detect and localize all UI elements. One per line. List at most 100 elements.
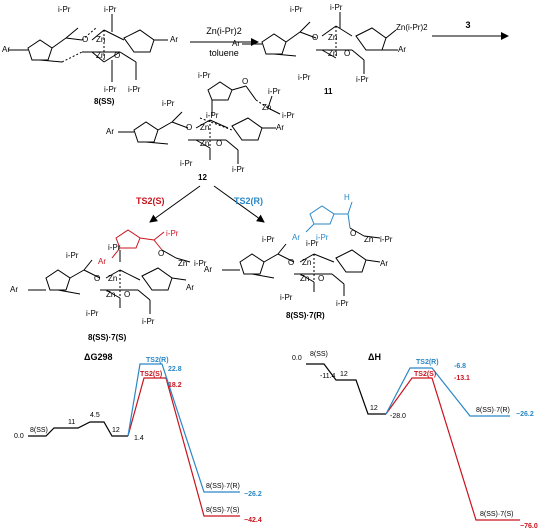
h-atom: H bbox=[344, 193, 350, 202]
dh-label-prod-s: 8(SS)·7(S) bbox=[480, 511, 513, 518]
dg-value-prod-r: −26.2 bbox=[244, 491, 262, 498]
ipr-label: i-Pr bbox=[128, 85, 141, 94]
structure-8ss: i-Pr Ar O Zn i-Pr Zn O i-Pr i-Pr Ar 8(SS… bbox=[2, 5, 178, 106]
dh-value-ts-r: -6.8 bbox=[454, 363, 466, 370]
ar-label: Ar bbox=[204, 265, 212, 274]
ipr-label: i-Pr bbox=[180, 159, 193, 168]
dg-label-ts-r: TS2(R) bbox=[146, 357, 169, 364]
dh-value-prod-s: −76.0 bbox=[520, 523, 538, 530]
zn-label: Zn bbox=[364, 235, 373, 244]
dh-path-common bbox=[306, 363, 386, 415]
o-label: O bbox=[82, 35, 88, 44]
o-label: O bbox=[114, 51, 120, 60]
ipr-label: i-Pr bbox=[268, 87, 281, 96]
ipr-label: i-Pr bbox=[262, 235, 275, 244]
dh-title: ΔH bbox=[368, 352, 381, 362]
zn-label: Zn bbox=[200, 139, 209, 148]
reaction-arrow-2: 3 bbox=[432, 20, 509, 40]
solvent-label: toluene bbox=[209, 48, 239, 58]
dh-path-s bbox=[385, 377, 520, 521]
reagent-label: Zn(i-Pr)2 bbox=[206, 26, 242, 36]
ipr-label: i-Pr bbox=[380, 235, 393, 244]
zn-label: Zn bbox=[328, 33, 337, 42]
ipr-label: i-Pr bbox=[198, 71, 211, 80]
compound-11-label: 11 bbox=[324, 87, 333, 96]
zn-label: Zn bbox=[106, 290, 115, 299]
ipr-label: i-Pr bbox=[356, 75, 369, 84]
dh-value-ts-s: -13.1 bbox=[454, 375, 470, 382]
ipr-label: i-Pr bbox=[280, 293, 293, 302]
dg-value-prod-s: −42.4 bbox=[244, 517, 262, 524]
ipr-label: i-Pr bbox=[194, 259, 207, 268]
reaction-arrow-1: Zn(i-Pr)2 toluene bbox=[190, 26, 259, 58]
ar-label: Ar bbox=[10, 285, 18, 294]
ipr-label: i-Pr bbox=[316, 233, 329, 242]
dg-label-ts-s: TS2(S) bbox=[140, 371, 162, 378]
zn-label: Zn bbox=[328, 49, 337, 58]
dh-label-8ss: 8(SS) bbox=[310, 351, 328, 358]
ts-s-arrow-label: TS2(S) bbox=[136, 196, 165, 206]
o-label: O bbox=[242, 77, 248, 86]
o-label: O bbox=[288, 258, 294, 267]
zn-label: Zn bbox=[302, 258, 311, 267]
zn-label: Zn bbox=[96, 35, 105, 44]
product-8ss-7r-text: 8(SS)·7(R) bbox=[286, 311, 325, 320]
structure-8ss-7s: Ar i-Pr O Zn i-Pr i-Pr i-Pr Ar O Zn Zn O… bbox=[10, 229, 207, 342]
ar-label: Ar bbox=[398, 45, 406, 54]
dg-value-12: 1.4 bbox=[134, 435, 144, 442]
ar-label: Ar bbox=[232, 39, 240, 48]
ipr-label: i-Pr bbox=[232, 165, 245, 174]
ipr-label: i-Pr bbox=[166, 229, 179, 238]
ipr-label: i-Pr bbox=[336, 299, 349, 308]
compound-12-label: 12 bbox=[198, 173, 207, 182]
o-label: O bbox=[94, 274, 100, 283]
product-8ss-7s-label: 8(SS)·7(S) bbox=[88, 333, 127, 342]
zn-label: Zn bbox=[96, 51, 105, 60]
zn-label: Zn bbox=[200, 123, 209, 132]
dg-path-r bbox=[127, 363, 240, 493]
dg-path-common bbox=[28, 421, 128, 437]
o-label: O bbox=[216, 139, 222, 148]
ar-label: Ar bbox=[380, 259, 388, 268]
dh-label-ts-r: TS2(R) bbox=[416, 359, 439, 366]
dg-label-8ss: 8(SS) bbox=[30, 427, 48, 434]
zn-label: Zn bbox=[108, 274, 117, 283]
dg-path-s bbox=[127, 377, 240, 517]
dg-label-12: 12 bbox=[112, 427, 120, 434]
dh-label-prod-r: 8(SS)·7(R) bbox=[476, 407, 510, 414]
ipr-label: i-Pr bbox=[104, 85, 117, 94]
ipr-label: i-Pr bbox=[290, 5, 303, 14]
dh-label-12: 12 bbox=[370, 405, 378, 412]
dh-value-8ss: 0.0 bbox=[292, 355, 302, 362]
dh-value-11: -11.4 bbox=[320, 373, 336, 380]
ar-label: Ar bbox=[292, 233, 300, 242]
ipr-label: i-Pr bbox=[108, 243, 121, 252]
dg-value-8ss: 0.0 bbox=[14, 433, 24, 440]
dh-label-ts-s: TS2(S) bbox=[414, 371, 436, 378]
dg-value-11: 4.5 bbox=[90, 412, 100, 419]
step-3-label: 3 bbox=[465, 20, 470, 30]
ipr-label: i-Pr bbox=[298, 73, 311, 82]
compound-8ss-label: 8(SS) bbox=[94, 97, 115, 106]
o-label: O bbox=[186, 123, 192, 132]
ar-label: Ar bbox=[106, 127, 114, 136]
o-label: O bbox=[344, 49, 350, 58]
ipr-label: i-Pr bbox=[58, 5, 71, 14]
zn-label: Zn bbox=[262, 103, 271, 112]
structure-12: i-Pr O Zn i-Pr i-Pr i-Pr i-Pr Ar O Zn Zn… bbox=[106, 71, 295, 182]
ts-r-arrow-label: TS2(R) bbox=[234, 196, 263, 206]
dg-value-ts-s: 18.2 bbox=[168, 382, 182, 389]
dg-value-ts-r: 22.8 bbox=[168, 366, 182, 373]
ar-label: Ar bbox=[2, 45, 10, 54]
ipr-label: i-Pr bbox=[206, 111, 219, 120]
branch-arrows: TS2(S) TS2(R) bbox=[136, 185, 265, 223]
zn-ipr2-label: Zn(i-Pr)2 bbox=[396, 23, 428, 32]
ar-label: Ar bbox=[170, 35, 178, 44]
dh-value-12: -28.0 bbox=[390, 413, 406, 420]
o-label: O bbox=[318, 274, 324, 283]
dg-title: ΔG298 bbox=[84, 352, 113, 362]
ipr-label: i-Pr bbox=[142, 317, 155, 326]
energy-diagram-dh: ΔH 0.0 8(SS) -11.4 12 12 -28.0 TS2(R) -6… bbox=[292, 351, 538, 530]
o-label: O bbox=[350, 229, 356, 238]
